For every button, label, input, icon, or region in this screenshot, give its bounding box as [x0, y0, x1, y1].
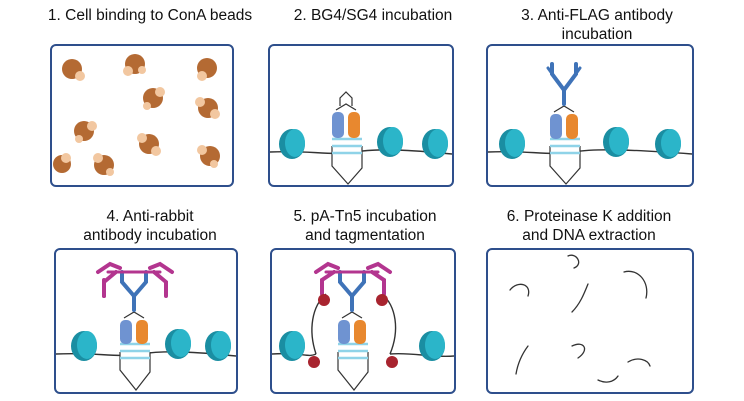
antirabbit-antibody-icon: [96, 261, 174, 298]
step-4-title: 4. Anti-rabbit antibody incubation: [83, 208, 217, 244]
antiflag-binding-illustration: [488, 62, 692, 185]
step-4-panel: [54, 248, 238, 394]
step-6-title: 6. Proteinase K addition and DNA extract…: [506, 208, 672, 244]
step-2-panel: [268, 44, 454, 187]
step-6-panel: [486, 248, 694, 394]
antiflag-antibody-icon: [546, 62, 582, 106]
step-5-title: 5. pA-Tn5 incubation and tagmentation: [293, 208, 437, 244]
step-1-panel: [50, 44, 234, 187]
step-3-panel: [486, 44, 694, 187]
bg4-binding-illustration: [270, 91, 452, 185]
cells-with-beads-illustration: [53, 54, 220, 176]
nucleosome-icon: [279, 127, 448, 159]
dna-fragments-illustration: [509, 254, 651, 383]
step-3-title: 3. Anti-FLAG antibody incubation: [521, 7, 673, 43]
step-5-panel: [270, 248, 456, 394]
step-1-title: 1. Cell binding to ConA beads: [47, 7, 253, 24]
tn5-icon: [308, 294, 398, 368]
step-2-title: 2. BG4/SG4 incubation: [293, 7, 453, 24]
tagmentation-illustration: [272, 261, 454, 391]
antirabbit-binding-illustration: [56, 261, 236, 391]
